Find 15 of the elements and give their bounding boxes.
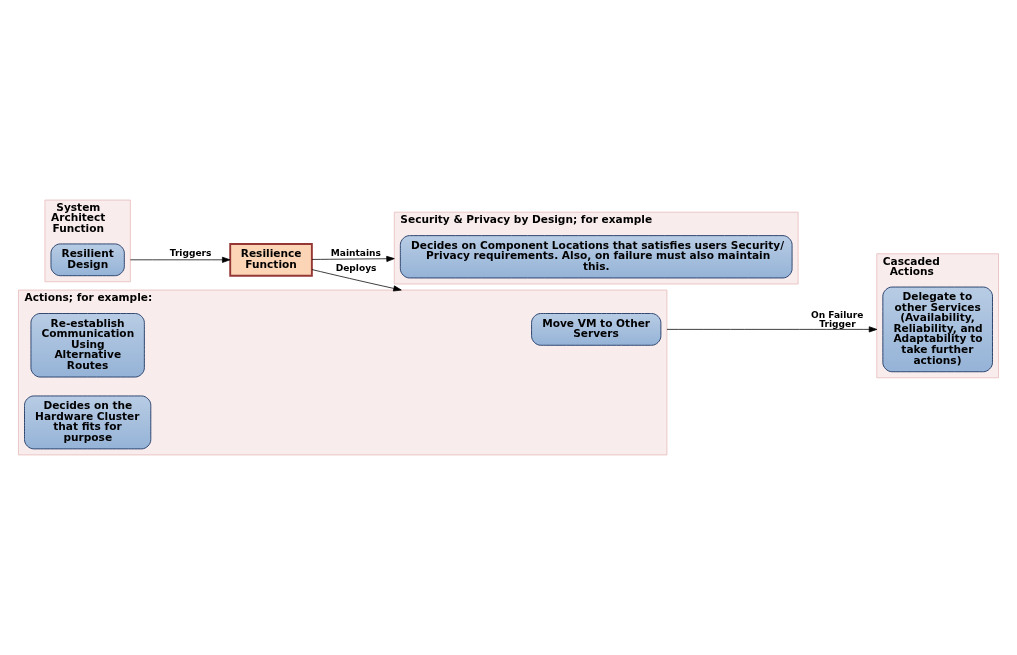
edge-label: On Failure Trigger [810, 309, 864, 329]
arrow [311, 255, 395, 262]
node-box: Resilience Function [229, 243, 313, 277]
node-box: Re-establish Communication Using Alternative Routes [30, 313, 145, 378]
arrow [311, 269, 402, 292]
node-box: Move VM to Other Servers [531, 313, 662, 346]
node-box: Delegate to other Services (Availability, Reliability, and Adaptability to take further actions) [882, 286, 993, 373]
node-box: Decides on Component Locations that satisfies users Security/ Privacy requirements. Also, on failure must also maintain this. [399, 235, 793, 279]
edge-label: Maintains [330, 247, 381, 258]
edge-label: Triggers [169, 248, 212, 259]
edge-label: Deploys [335, 262, 377, 273]
node-box: Resilient Design [50, 243, 125, 277]
arrow [130, 256, 231, 263]
node-box: Decides on the Hardware Cluster that fits for purpose [24, 395, 152, 450]
arrow [666, 326, 878, 333]
